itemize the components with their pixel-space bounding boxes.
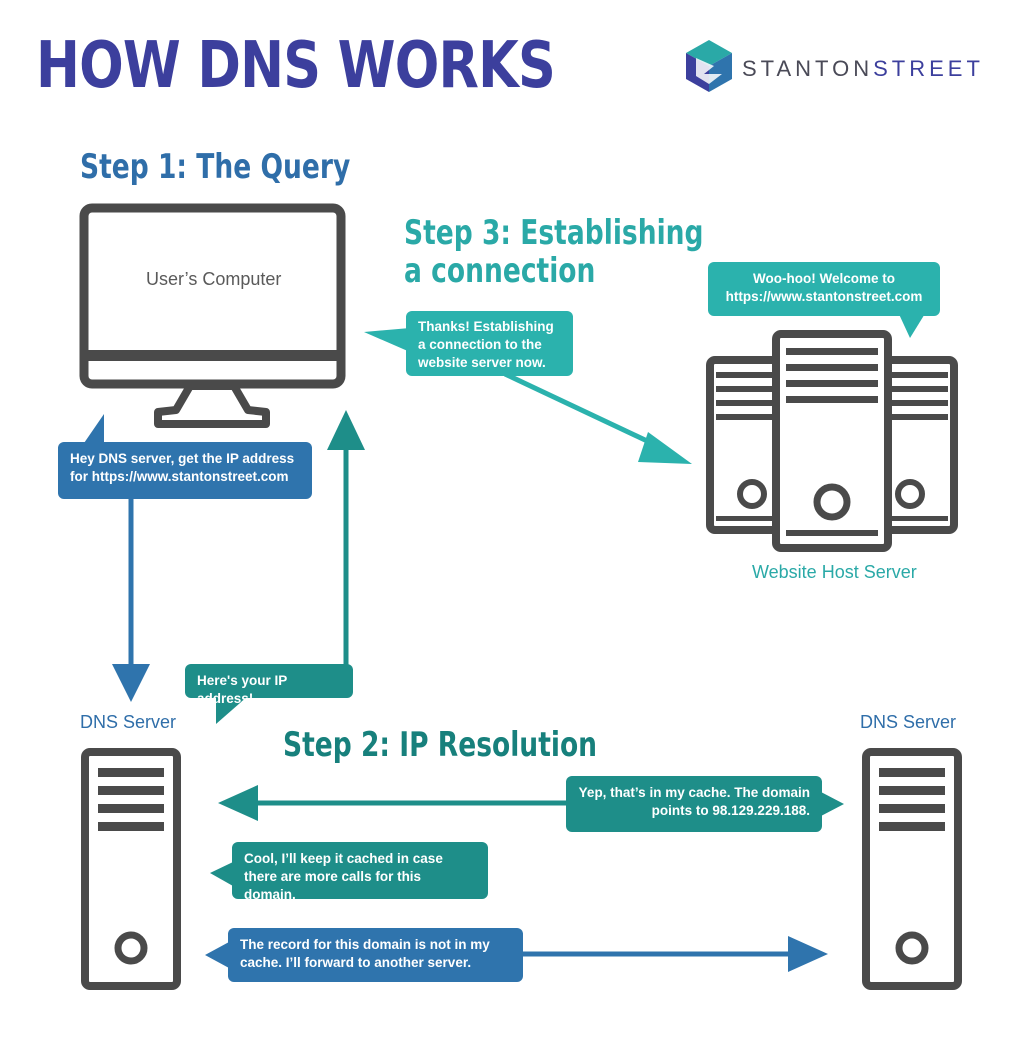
dns-server-right-icon (862, 748, 962, 990)
brand-name: STANTONSTREET (742, 56, 984, 82)
step1-heading: Step 1: The Query (80, 147, 351, 187)
brand-name-part1: STANTON (742, 56, 874, 81)
keep-cached-bubble-tail (210, 862, 233, 886)
server-cluster-icon (706, 330, 958, 552)
query-arrow-icon (112, 496, 150, 702)
step2-heading: Step 2: IP Resolution (283, 725, 598, 765)
query-bubble: Hey DNS server, get the IP address for h… (58, 442, 312, 499)
step3-heading: Step 3: Establishing a connection (404, 214, 704, 290)
establishing-bubble-tail (364, 328, 410, 352)
cache-hit-bubble: Yep, that’s in my cache. The domain poin… (566, 776, 822, 832)
brand-name-part2: STREET (873, 56, 984, 81)
establishing-bubble: Thanks! Establishing a connection to the… (406, 311, 573, 376)
dns-server-left-label: DNS Server (80, 712, 177, 732)
dns-server-left-icon (81, 748, 181, 990)
ip-reply-bubble-tail (216, 696, 248, 724)
ip-reply-bubble: Here's your IP address! (185, 664, 353, 706)
forward-bubble-tail (205, 942, 229, 968)
step3-heading-line1: Step 3: Establishing (404, 213, 704, 253)
reply-arrow-icon (327, 410, 365, 690)
connection-arrow-icon (503, 371, 692, 464)
brand-logo-icon (686, 40, 732, 92)
forward-arrow-icon (520, 936, 828, 972)
step3-heading-line2: a connection (404, 251, 596, 291)
welcome-bubble-tail (898, 312, 926, 338)
dns-server-right-label: DNS Server (860, 712, 957, 732)
forward-bubble: The record for this domain is not in my … (228, 928, 523, 982)
page-title: HOW DNS WORKS (36, 29, 556, 103)
cache-reply-arrow-icon (218, 785, 570, 821)
keep-cached-bubble: Cool, I’ll keep it cached in case there … (232, 842, 488, 902)
website-host-server-label: Website Host Server (752, 562, 917, 582)
users-computer-label: User’s Computer (146, 269, 282, 289)
cache-hit-bubble-tail (821, 792, 844, 816)
welcome-bubble: Woo-hoo! Welcome to https://www.stantons… (708, 262, 940, 316)
query-bubble-tail (82, 414, 104, 446)
monitor-icon (79, 203, 346, 428)
